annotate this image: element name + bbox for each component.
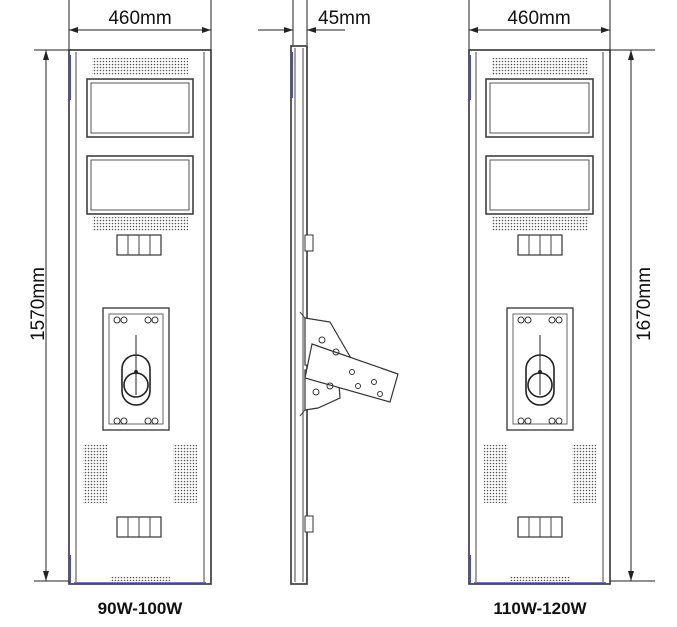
right-width-label: 460mm (507, 8, 570, 29)
left-height-label: 1570mm (28, 267, 49, 341)
left-front-view: 460mm 1570mm (28, 0, 212, 618)
left-width-label: 460mm (108, 8, 171, 29)
right-height-label: 1670mm (634, 267, 655, 341)
right-model-caption: 110W-120W (493, 599, 587, 618)
right-front-view: 460mm 1670mm (468, 0, 655, 618)
side-depth-label: 45mm (318, 8, 371, 29)
left-model-caption: 90W-100W (98, 599, 184, 618)
side-view: 45mm (258, 0, 399, 585)
